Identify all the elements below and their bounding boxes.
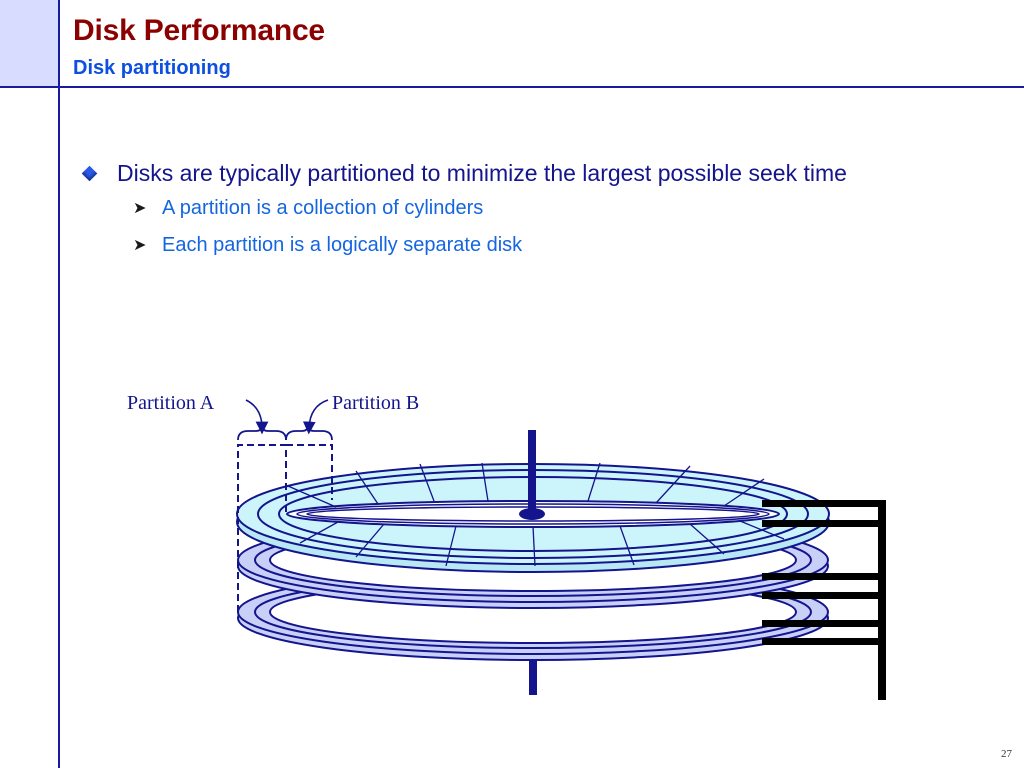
pointer-arrow-b [302, 399, 329, 435]
sub-bullet-item: ➤ Each partition is a logically separate… [80, 227, 980, 264]
bullet-list: Disks are typically partitioned to minim… [80, 156, 980, 264]
sub-bullet-text: Each partition is a logically separate d… [162, 234, 523, 256]
header-divider [58, 86, 1024, 88]
partition-outline [237, 444, 333, 612]
arrow-bullet-icon: ➤ [133, 200, 147, 217]
partition-b-label: Partition B [332, 392, 419, 414]
page-number: 27 [1001, 748, 1012, 760]
bullet-item: Disks are typically partitioned to minim… [80, 156, 980, 190]
arrow-bullet-icon: ➤ [133, 237, 147, 254]
spindle-bottom [529, 655, 537, 695]
left-margin-rule [58, 86, 60, 768]
partition-a-label: Partition A [127, 392, 215, 414]
corner-decoration-box [0, 0, 60, 88]
slide-title: Disk Performance [73, 14, 325, 47]
spindle-top [528, 430, 536, 514]
pointer-arrow-a [245, 399, 269, 435]
bullet-text: Disks are typically partitioned to minim… [117, 160, 847, 186]
sector-lines [287, 462, 785, 567]
slide-subtitle: Disk partitioning [73, 57, 231, 79]
head-arm-assembly [762, 500, 886, 700]
sub-bullet-text: A partition is a collection of cylinders [162, 197, 484, 219]
disk-partition-diagram: Partition A Partition B [127, 392, 886, 700]
diamond-bullet-icon [81, 165, 98, 182]
sub-bullet-item: ➤ A partition is a collection of cylinde… [80, 190, 980, 227]
